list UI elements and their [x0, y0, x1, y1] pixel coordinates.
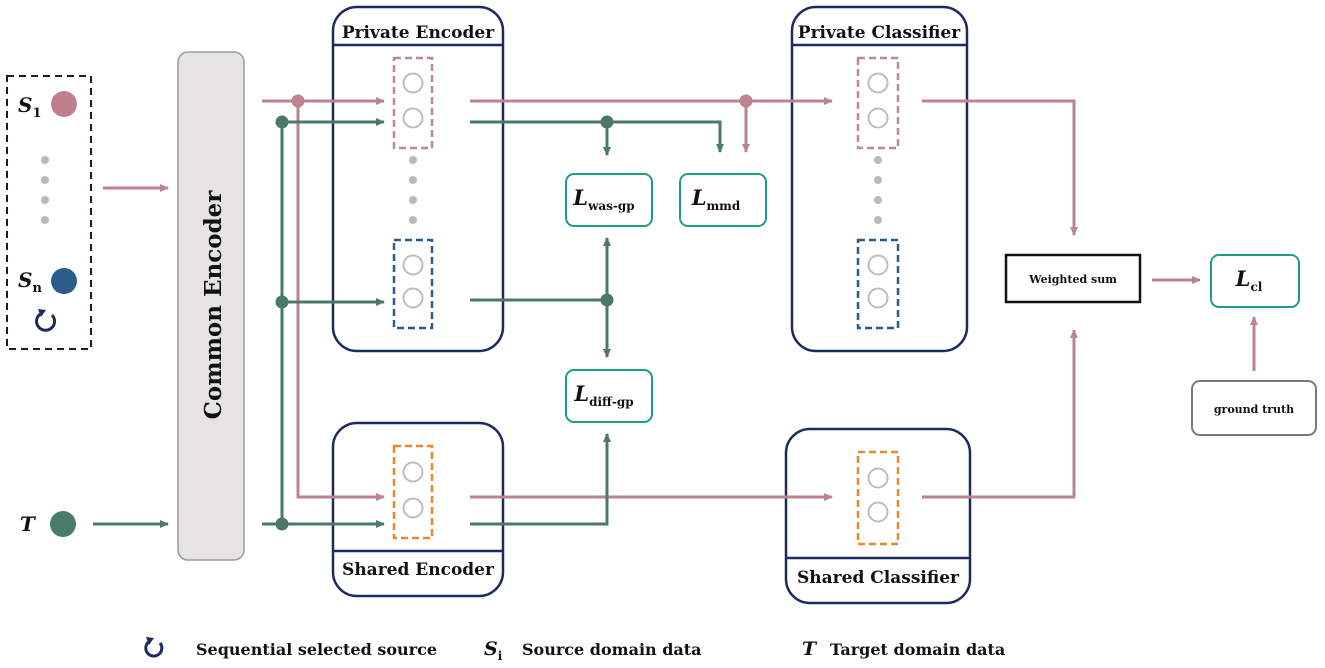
source-set: S1 Sn [6, 75, 92, 350]
source-sn-label: Sn [18, 268, 42, 296]
weighted-sum-box [1004, 253, 1142, 304]
source-s1-label: S1 [18, 93, 42, 121]
svg-text:Lcl: Lcl [1235, 266, 1263, 294]
legend-t-symbol: T [802, 638, 818, 660]
source-s1-dot [51, 91, 77, 117]
shared-classifier-box [784, 427, 972, 605]
shared-classifier: Shared Classifier [784, 427, 972, 605]
shared-encoder: Shared Encoder [331, 421, 505, 598]
common-encoder-label: Common Encoder [200, 190, 227, 420]
junction-dot [275, 115, 289, 129]
junction-dot [600, 293, 614, 307]
loss-diff-gp: Ldiff-gp [565, 369, 653, 423]
svg-text:Lmmd: Lmmd [691, 185, 741, 213]
cycle-icon [35, 309, 57, 332]
legend-si-symbol: Si [484, 638, 503, 663]
loss-was-gp: Lwas-gp [565, 173, 653, 227]
ellipsis-dot [41, 176, 49, 184]
private-encoder-box [331, 5, 505, 353]
private-encoder: Private Encoder [331, 5, 505, 353]
private-classifier-title: Private Classifier [798, 23, 961, 43]
target-dot [50, 511, 76, 537]
svg-text:Ldiff-gp: Ldiff-gp [573, 381, 633, 409]
shared-encoder-box [331, 421, 505, 598]
legend-target-domain: Target domain data [830, 640, 1005, 659]
orange-feature-unit [392, 444, 434, 540]
source-flow-lines [262, 97, 1258, 501]
blue-classifier-unit [856, 238, 900, 330]
junction-dot [275, 295, 289, 309]
junction-dot [739, 94, 753, 108]
junction-dot [291, 94, 305, 108]
legend-source-domain: Source domain data [522, 640, 702, 659]
private-encoder-title: Private Encoder [342, 23, 495, 43]
source-set-box [6, 75, 92, 350]
source-sn-dot [51, 268, 77, 294]
private-classifier: Private Classifier [790, 5, 969, 353]
pink-feature-unit [392, 56, 434, 150]
cycle-icon [144, 637, 164, 658]
common-encoder-block [177, 51, 245, 561]
legend-sequential: Sequential selected source [196, 640, 437, 659]
blue-feature-unit [392, 238, 434, 330]
shared-encoder-title: Shared Encoder [342, 560, 495, 580]
weighted-sum-label: Weighted sum [1028, 273, 1117, 286]
ellipsis-dot [41, 156, 49, 164]
junction-dot [275, 517, 289, 531]
ground-truth-label: ground truth [1214, 403, 1294, 416]
ground-truth-box [1191, 380, 1317, 436]
target-label: T [20, 512, 37, 536]
pink-classifier-unit [856, 56, 900, 150]
svg-text:Lwas-gp: Lwas-gp [572, 185, 634, 213]
shared-classifier-title: Shared Classifier [797, 568, 960, 588]
loss-mmd: Lmmd [679, 173, 767, 227]
target-flow-lines [262, 118, 724, 528]
loss-cl: Lcl [1210, 254, 1300, 308]
ellipsis-dot [41, 216, 49, 224]
junction-dot [600, 115, 614, 129]
legend: Sequential selected source Si Source dom… [144, 637, 1005, 663]
ellipsis-dot [41, 196, 49, 204]
